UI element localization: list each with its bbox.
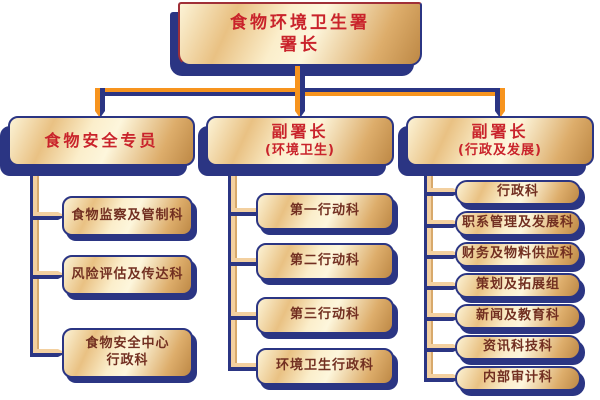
branch-1-arm-1 [231, 258, 264, 266]
branch-0-arm-0 [33, 212, 66, 220]
branch-0-child-2-label: 食物安全中心 [85, 336, 170, 352]
connector-drop-center [295, 88, 305, 118]
branch-1-child-0-label: 第一行动科 [289, 203, 360, 219]
branch-2-arm-0 [427, 188, 461, 196]
branch-1-child-3-box: 环境卫生行政科 [256, 348, 394, 385]
branch-2-arm-4 [427, 313, 461, 321]
branch-0-vbar [30, 166, 39, 357]
branch-2-child-2-label: 财务及物料供应科 [461, 246, 574, 262]
branch-2-child-6-label: 内部审计科 [482, 370, 553, 386]
branch-2-child-0-label: 行政科 [496, 184, 539, 200]
branch-1-head-subtitle: (环境卫生) [265, 142, 335, 158]
connector-drop-right [495, 88, 505, 118]
branch-0-child-2-label2: 行政科 [106, 353, 149, 368]
branch-0-arm-1 [33, 271, 66, 279]
branch-2-arm-1 [427, 220, 461, 228]
branch-1-child-1-box: 第二行动科 [256, 243, 394, 280]
branch-2-head-subtitle: (行政及发展) [458, 142, 542, 158]
branch-2-child-6-box: 内部审计科 [455, 366, 581, 391]
branch-2-arm-6 [427, 374, 461, 382]
branch-0-child-1-label: 风险评估及传达科 [71, 266, 184, 282]
root-title-line1: 食物环境卫生署 [230, 12, 370, 33]
branch-1-child-0-box: 第一行动科 [256, 193, 394, 230]
connector-drop-left [95, 88, 105, 118]
branch-1-child-2-box: 第三行动科 [256, 297, 394, 334]
branch-2-arm-5 [427, 344, 461, 352]
connector-hbar-right [300, 88, 505, 96]
branch-0-child-0-label: 食物监察及管制科 [71, 207, 184, 223]
connector-hbar-left [97, 88, 300, 96]
branch-0-child-0-box: 食物监察及管制科 [62, 196, 193, 236]
branch-1-arm-2 [231, 312, 264, 320]
branch-2-head-title: 副署长 [471, 122, 529, 142]
branch-0-child-1-box: 风险评估及传达科 [62, 255, 193, 295]
branch-2-head-box: 副署长 (行政及发展) [406, 116, 594, 166]
branch-2-child-5-box: 资讯科技科 [455, 335, 581, 360]
branch-1-arm-0 [231, 208, 264, 216]
branch-1-arm-3 [231, 363, 264, 371]
branch-0-arm-2 [33, 349, 66, 357]
branch-2-vbar [424, 166, 433, 382]
branch-2-child-3-label: 策划及拓展组 [475, 277, 560, 293]
branch-0-head-title: 食物安全专员 [44, 130, 159, 150]
branch-2-child-4-label: 新闻及教育科 [475, 308, 560, 324]
branch-1-head-title: 副署长 [271, 122, 329, 142]
branch-1-child-1-label: 第二行动科 [289, 253, 360, 269]
branch-2-child-5-label: 资讯科技科 [482, 339, 553, 355]
branch-0-child-2-box: 食物安全中心 行政科 [62, 328, 193, 378]
branch-2-arm-3 [427, 282, 461, 290]
branch-1-vbar [228, 166, 237, 371]
branch-2-child-2-box: 财务及物料供应科 [455, 242, 581, 267]
branch-1-child-2-label: 第三行动科 [289, 307, 360, 323]
branch-2-child-1-label: 职系管理及发展科 [461, 215, 574, 231]
branch-2-arm-2 [427, 251, 461, 259]
branch-1-head-box: 副署长 (环境卫生) [206, 116, 394, 166]
root-title-line2: 署长 [280, 35, 320, 55]
branch-2-child-1-box: 职系管理及发展科 [455, 211, 581, 236]
branch-2-child-0-box: 行政科 [455, 180, 581, 205]
branch-2-child-3-box: 策划及拓展组 [455, 273, 581, 298]
connector-root-stub [295, 64, 305, 90]
branch-2-child-4-box: 新闻及教育科 [455, 304, 581, 329]
branch-0-head-box: 食物安全专员 [8, 116, 195, 166]
root-box: 食物环境卫生署 署长 [178, 2, 422, 66]
branch-1-child-3-label: 环境卫生行政科 [275, 358, 374, 374]
